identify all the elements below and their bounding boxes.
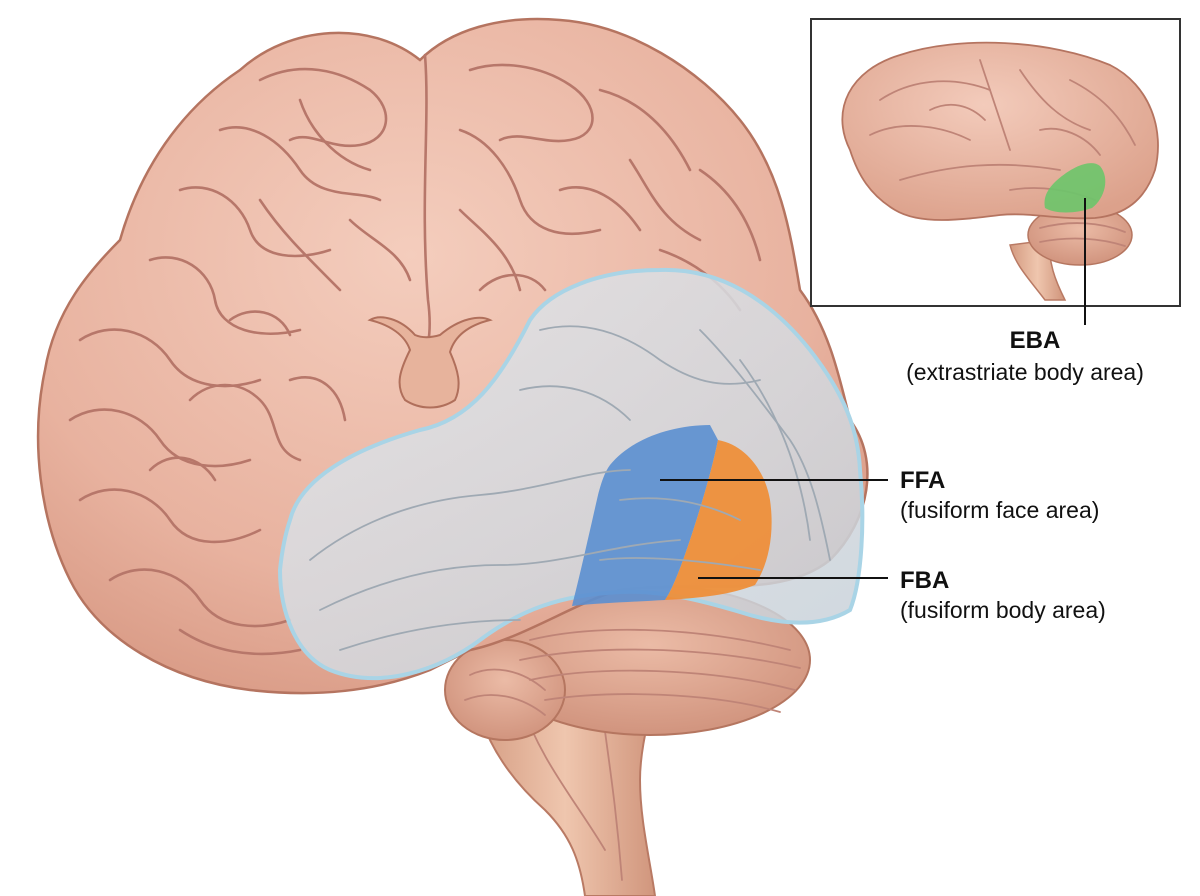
- main-brain: [36, 17, 869, 896]
- fba-abbr: FBA: [900, 567, 949, 594]
- eba-region: [1044, 163, 1106, 213]
- eba-full: (extrastriate body area): [906, 359, 1144, 385]
- inset-lateral-view: [810, 18, 1181, 307]
- ffa-label: FFA (fusiform face area): [900, 467, 1099, 523]
- inset-cerebrum: [841, 41, 1159, 221]
- optic-chiasm: [367, 316, 493, 409]
- cerebellum: [444, 584, 811, 741]
- fba-label: FBA (fusiform body area): [900, 567, 1106, 623]
- eba-abbr: EBA: [1010, 327, 1061, 354]
- temporal-lobe-highlight: [277, 267, 865, 680]
- fba-full: (fusiform body area): [900, 597, 1106, 623]
- ffa-full: (fusiform face area): [900, 497, 1099, 523]
- cortex-sulci: [68, 63, 762, 656]
- eba-label: EBA (extrastriate body area): [906, 327, 1144, 385]
- leader-lines: [660, 198, 1086, 579]
- ffa-abbr: FFA: [900, 467, 945, 494]
